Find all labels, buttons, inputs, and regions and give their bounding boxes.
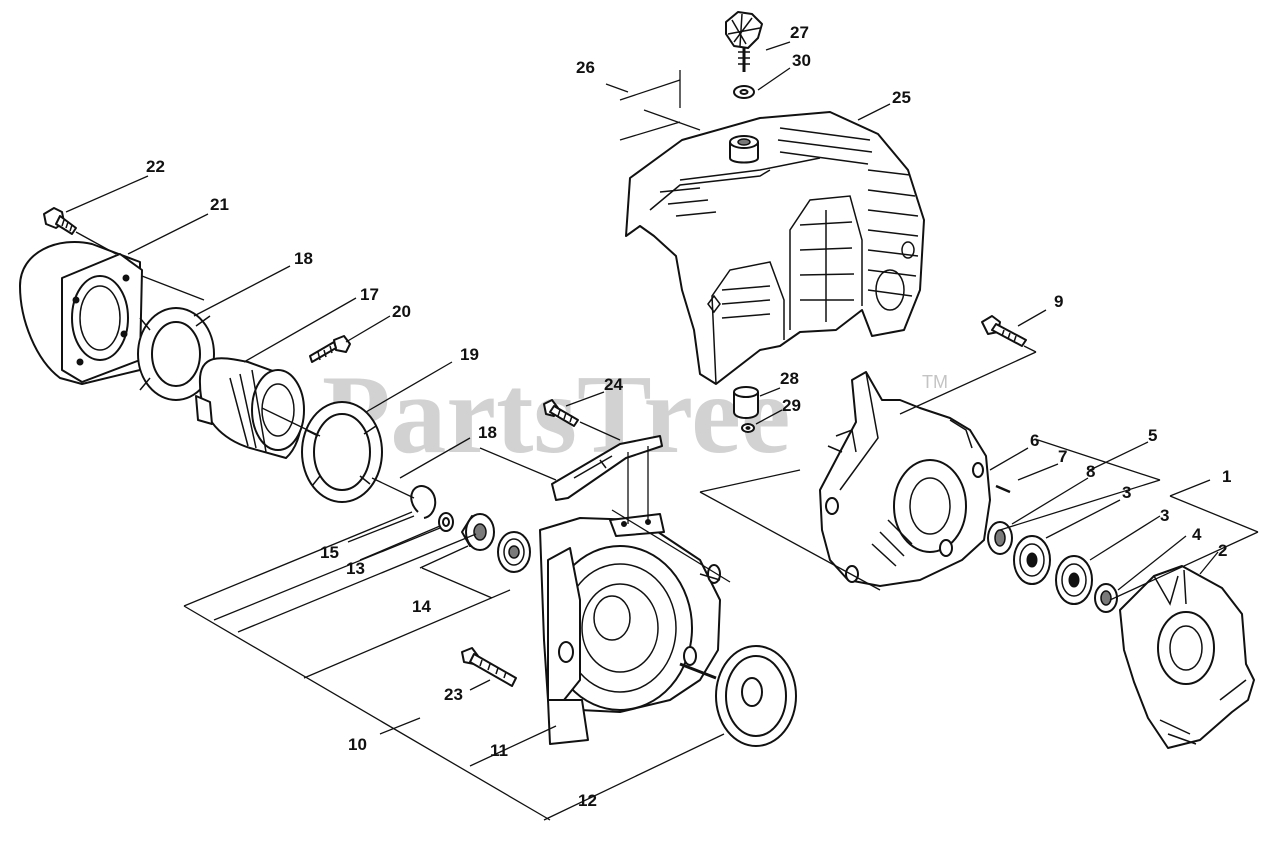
callout-13: 13 xyxy=(346,559,365,578)
part-27-knob[interactable] xyxy=(725,11,763,72)
part-2-crankcase-half[interactable] xyxy=(1119,565,1255,749)
callout-3-a: 3 xyxy=(1122,483,1131,502)
part-17-clutch-drum[interactable] xyxy=(195,357,305,459)
callout-14: 14 xyxy=(412,597,431,616)
callout-19: 19 xyxy=(460,345,479,364)
part-15-snap-ring[interactable] xyxy=(410,485,437,519)
callout-21: 21 xyxy=(210,195,229,214)
callout-4: 4 xyxy=(1192,525,1202,544)
callout-3-b: 3 xyxy=(1160,506,1169,525)
callout-labels: 27 30 26 25 22 21 18 17 20 19 9 24 28 29… xyxy=(146,23,1231,810)
callout-27: 27 xyxy=(790,23,809,42)
callout-22: 22 xyxy=(146,157,165,176)
part-3-bearing[interactable] xyxy=(1013,535,1093,605)
callout-18-left: 18 xyxy=(294,249,313,268)
callout-24: 24 xyxy=(604,375,623,394)
callout-28: 28 xyxy=(780,369,799,388)
part-12-pulley[interactable] xyxy=(679,645,797,747)
callout-12: 12 xyxy=(578,791,597,810)
part-18-bracket[interactable] xyxy=(551,435,663,501)
callout-6: 6 xyxy=(1030,431,1039,450)
callout-11: 11 xyxy=(490,741,508,760)
callout-8: 8 xyxy=(1086,462,1095,481)
part-21-clutch-housing[interactable] xyxy=(19,240,143,385)
part-14-bearing[interactable] xyxy=(461,513,531,573)
callout-23: 23 xyxy=(444,685,463,704)
part-crankcase[interactable] xyxy=(819,371,1011,587)
part-18-clutch-shoe[interactable] xyxy=(137,307,215,401)
callout-25: 25 xyxy=(892,88,911,107)
part-25-engine-cover[interactable] xyxy=(625,111,925,385)
part-4-seal[interactable] xyxy=(1094,583,1118,613)
part-13-ring[interactable] xyxy=(438,512,454,532)
part-28-grommet[interactable] xyxy=(733,386,759,419)
part-8-seal[interactable] xyxy=(987,521,1013,555)
leader-lines xyxy=(65,41,1259,821)
part-23-bolt[interactable] xyxy=(461,647,517,687)
watermark-trademark: TM xyxy=(922,372,948,392)
callout-2: 2 xyxy=(1218,541,1227,560)
part-19-cover-ring[interactable] xyxy=(301,401,383,503)
callout-29: 29 xyxy=(782,396,801,415)
part-9-bolt[interactable] xyxy=(981,315,1027,347)
callout-18-mid: 18 xyxy=(478,423,497,442)
part-30-washer[interactable] xyxy=(733,85,755,99)
callout-5: 5 xyxy=(1148,426,1157,445)
part-22-bolt[interactable] xyxy=(43,207,77,235)
callout-26: 26 xyxy=(576,58,595,77)
callout-1: 1 xyxy=(1222,467,1231,486)
part-24-screw[interactable] xyxy=(543,399,579,427)
callout-9: 9 xyxy=(1054,292,1063,311)
callout-17: 17 xyxy=(360,285,379,304)
callout-10: 10 xyxy=(348,735,367,754)
part-11-fan-housing[interactable] xyxy=(539,513,721,745)
callout-20: 20 xyxy=(392,302,411,321)
part-29-nut[interactable] xyxy=(741,423,755,433)
callout-15: 15 xyxy=(320,543,339,562)
callout-30: 30 xyxy=(792,51,811,70)
part-20-screw[interactable] xyxy=(309,335,351,363)
callout-7: 7 xyxy=(1058,447,1067,466)
